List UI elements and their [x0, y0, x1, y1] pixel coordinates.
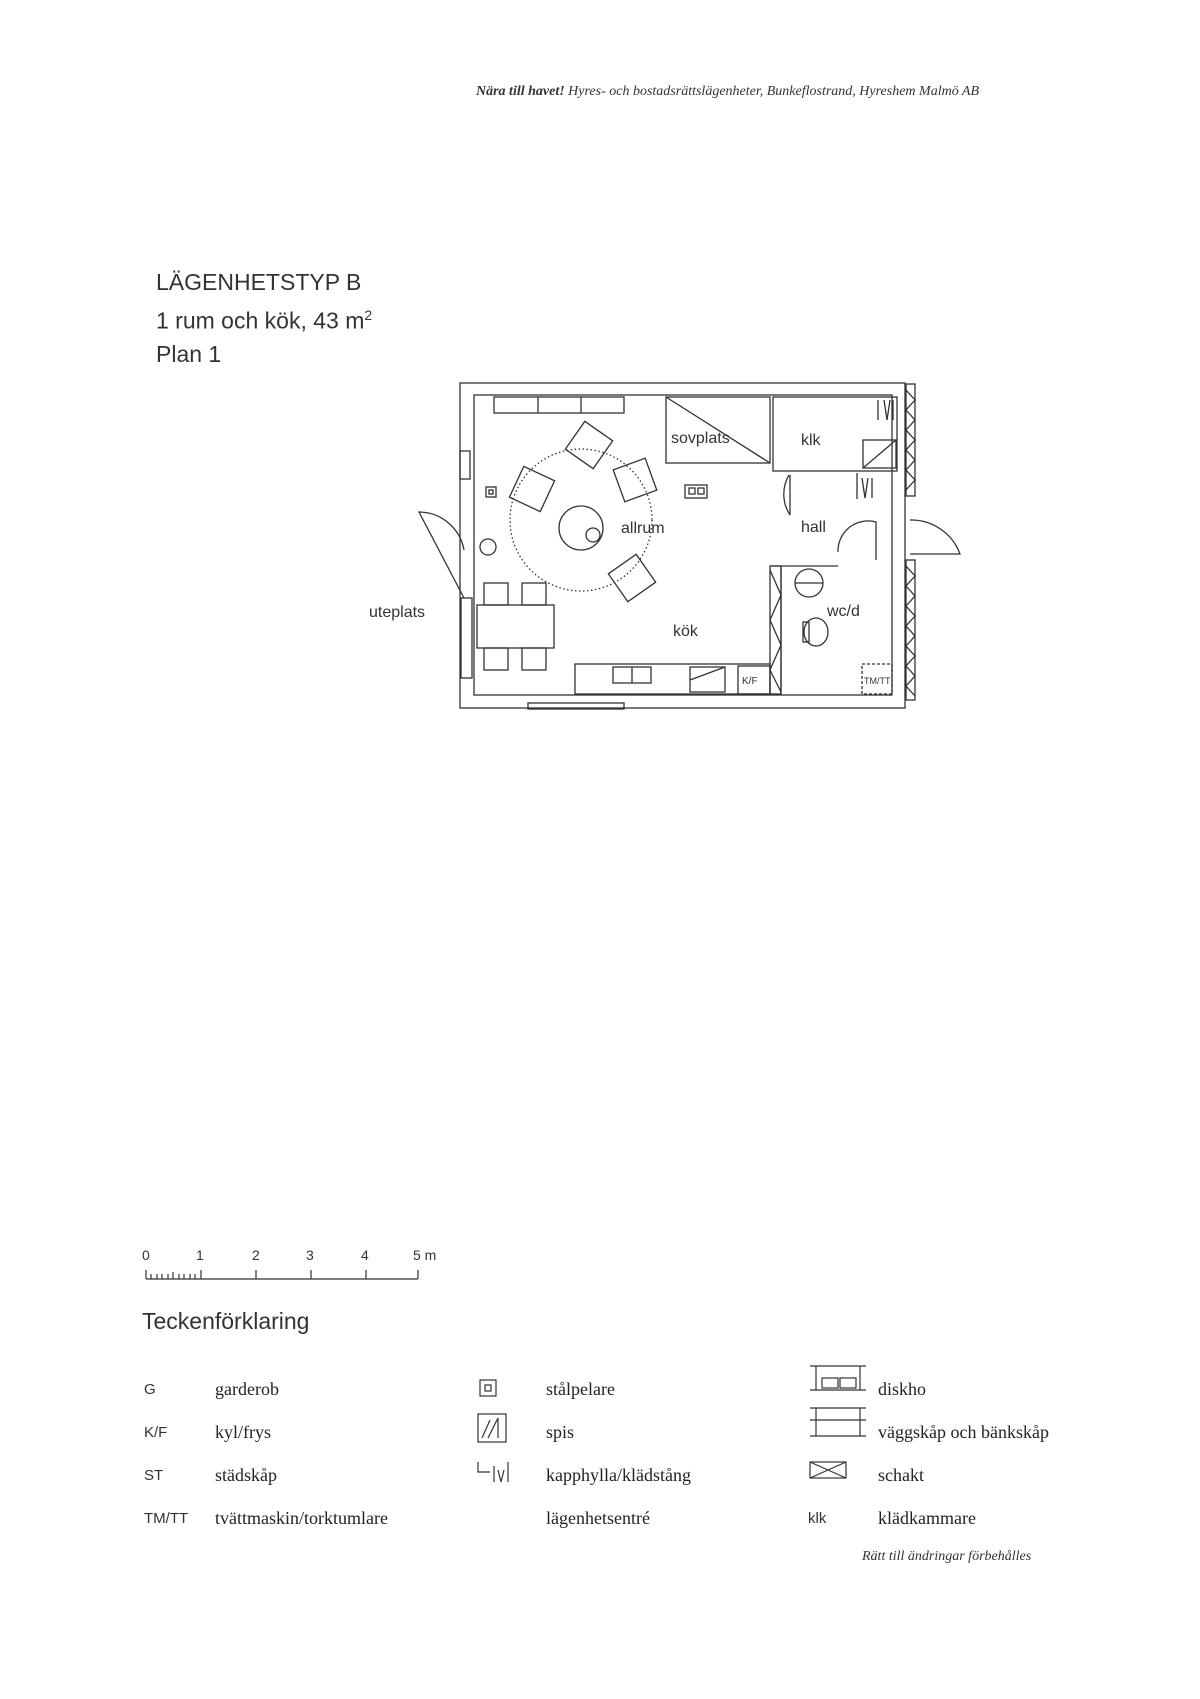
floor-plan: sovplats klk allrum hall uteplats kök wc… — [369, 382, 961, 710]
room-label-klk: klk — [801, 432, 822, 449]
scale-tick-label: 1 — [196, 1247, 204, 1263]
outer-wall-inner — [473, 394, 893, 696]
scale-bar: 0 1 2 3 4 5 m — [142, 1247, 436, 1280]
page-header: Nära till havet! Hyres- och bostadsrätts… — [476, 84, 979, 100]
facade-hatch-bottom — [905, 559, 916, 701]
room-label-hall: hall — [801, 519, 826, 536]
legend-abbr-klk: klk — [808, 1510, 827, 1527]
outer-wall-outer — [459, 382, 906, 709]
dining-table — [476, 604, 555, 649]
coffee-table — [558, 505, 604, 551]
legend-label-stalpelare: stålpelare — [546, 1379, 615, 1399]
legend-abbr-tmtt: TM/TT — [144, 1510, 189, 1527]
scale-tick-label: 2 — [252, 1247, 260, 1263]
window-bottom — [527, 702, 625, 710]
legend-label-tvattmaskin: tvättmaskin/torktumlare — [215, 1508, 388, 1528]
door-arc-hall — [783, 474, 791, 516]
toilet — [803, 617, 829, 647]
armchair — [607, 553, 657, 603]
legend-title: Teckenförklaring — [142, 1308, 310, 1334]
walk-in-closet — [772, 396, 898, 472]
legend-label-vaggskap: väggskåp och bänkskåp — [878, 1422, 1049, 1442]
legend-label-kladkammare: klädkammare — [878, 1508, 976, 1528]
legend-label-kylfrys: kyl/frys — [215, 1422, 271, 1442]
coat-rack-icon — [477, 1462, 509, 1483]
washbasin — [794, 568, 824, 598]
legend-label-diskho: diskho — [878, 1379, 927, 1399]
room-label-uteplats: uteplats — [369, 604, 425, 621]
shelf-strip — [493, 396, 625, 414]
room-label-wcd: wc/d — [826, 603, 860, 620]
apartment-floor: Plan 1 — [156, 340, 222, 367]
plan-label-kf: K/F — [742, 676, 758, 687]
plan-label-tmtt: TM/TT — [864, 676, 891, 686]
kitchen-counter — [574, 663, 771, 695]
footer-note: Rätt till ändringar förbehålles — [862, 1549, 1032, 1564]
room-label-kok: kök — [673, 623, 699, 640]
sink-icon — [810, 1365, 866, 1391]
stove-icon — [477, 1413, 507, 1443]
steel-column-icon — [479, 1379, 497, 1397]
legend-label-garderob: garderob — [215, 1379, 279, 1399]
armchair — [564, 420, 614, 470]
entrance-door — [909, 519, 961, 555]
legend-abbr-g: G — [144, 1381, 156, 1398]
legend-abbr-st: ST — [144, 1467, 164, 1484]
room-label-allrum: allrum — [621, 520, 665, 537]
room-label-sovplats: sovplats — [671, 430, 730, 447]
legend-label-stadskap: städskåp — [215, 1465, 277, 1485]
scale-tick-label: 5 m — [413, 1247, 436, 1263]
scale-tick-label: 0 — [142, 1247, 150, 1263]
legend-label-kapphylla: kapphylla/klädstång — [546, 1465, 691, 1485]
legend-label-lagenhetsentre: lägenhetsentré — [546, 1508, 650, 1528]
scale-tick-label: 4 — [361, 1247, 369, 1263]
apartment-size: 1 rum och kök, 43 m2 — [156, 307, 373, 334]
scale-tick-label: 3 — [306, 1247, 314, 1263]
cabinet-icon — [810, 1407, 866, 1437]
apartment-title: LÄGENHETSTYP B 1 rum och kök, 43 m2 Plan… — [156, 266, 372, 371]
header-slogan: Nära till havet! — [476, 84, 565, 99]
shaft-icon — [809, 1461, 847, 1479]
header-text: Hyres- och bostadsrättslägenheter, Bunke… — [564, 84, 980, 99]
legend-label-schakt: schakt — [878, 1465, 924, 1485]
armchair — [508, 465, 556, 513]
apartment-type: LÄGENHETSTYP B — [156, 269, 362, 295]
bed — [665, 396, 771, 464]
legend-abbr-kf: K/F — [144, 1424, 168, 1441]
rug — [509, 448, 653, 592]
armchair — [612, 457, 658, 503]
legend-label-spis: spis — [546, 1422, 575, 1442]
